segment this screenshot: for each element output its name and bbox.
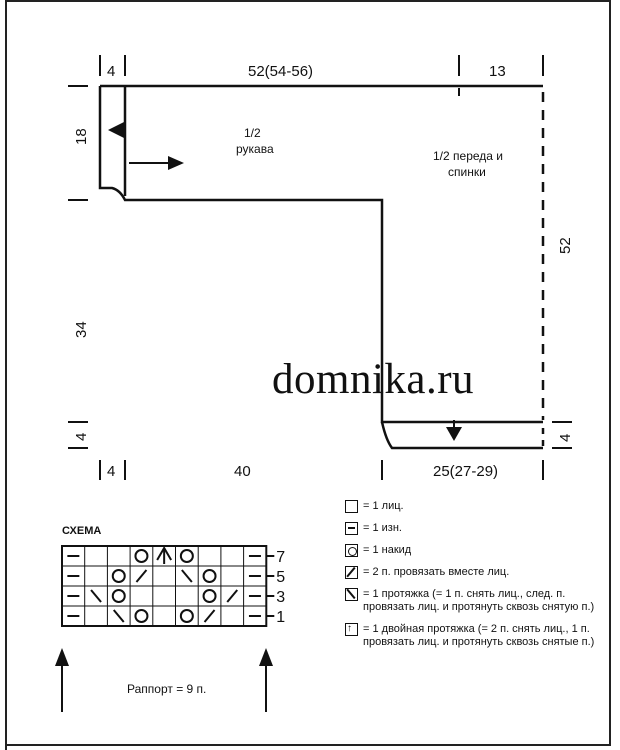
ssk-icon — [90, 589, 102, 603]
dim-right-bottom: 4 — [557, 434, 574, 442]
dim-top-right: 13 — [489, 63, 506, 80]
row-number: 1 — [276, 609, 285, 626]
ssk-icon — [112, 609, 125, 623]
page-border-bottom — [5, 744, 611, 746]
yarn-over-icon — [202, 589, 217, 603]
legend: = 1 лиц. = 1 изн. = 1 накид = 2 п. провя… — [345, 500, 610, 658]
dim-left-top: 18 — [73, 128, 90, 145]
outline-sleeve-body — [98, 86, 543, 424]
yarn-over-icon — [134, 609, 149, 623]
yarn-over-icon — [202, 569, 217, 583]
sleeve-label-2: рукава — [236, 142, 274, 156]
dim-bottom-left: 4 — [107, 463, 115, 480]
k2tog-icon — [345, 566, 358, 579]
rapport-end-arrow-icon — [259, 648, 273, 666]
row-number: 7 — [276, 549, 285, 566]
yarn-over-icon — [179, 609, 194, 623]
yarn-over-icon — [134, 549, 149, 563]
stitch-chart: 7 5 3 1 — [61, 545, 285, 627]
page-border-right — [609, 0, 611, 746]
dim-top-left: 4 — [107, 63, 115, 80]
row-number: 3 — [276, 589, 285, 606]
sleeve-label-1: 1/2 — [244, 126, 261, 140]
legend-item: = 2 п. провязать вместе лиц. — [345, 566, 610, 579]
yarn-over-icon — [111, 569, 126, 583]
yarn-over-icon — [179, 549, 194, 563]
bottom-dimension-ticks — [99, 460, 544, 480]
legend-item: ↑ = 1 двойная протяжка (= 2 п. снять лиц… — [345, 623, 595, 648]
dim-bottom-right: 25(27-29) — [433, 463, 498, 480]
legend-item: = 1 протяжка (= 1 п. снять лиц., след. п… — [345, 588, 610, 614]
k2tog-icon — [135, 569, 148, 583]
page-border-top — [5, 0, 611, 2]
schema-title: СХЕМА — [62, 525, 102, 537]
double-decrease-icon: ↑ — [345, 623, 358, 636]
knit-stitch-icon — [345, 500, 358, 513]
dim-left-middle: 34 — [73, 321, 90, 338]
dim-top-middle: 52(54-56) — [248, 63, 313, 80]
body-label-1: 1/2 переда и — [433, 149, 503, 163]
yarn-over-icon — [345, 544, 358, 557]
rapport-label: Раппорт = 9 п. — [127, 682, 207, 696]
hem-arrow-icon — [446, 427, 462, 441]
purl-stitch-icon — [345, 522, 358, 535]
ssk-icon — [345, 588, 358, 601]
legend-item: = 1 изн. — [345, 522, 610, 535]
dim-right-side: 52 — [557, 237, 574, 254]
yarn-over-icon — [111, 589, 126, 603]
garment-outline — [98, 84, 543, 450]
k2tog-icon — [226, 589, 239, 603]
body-label-2: спинки — [448, 165, 486, 179]
rapport-start-arrow-icon — [55, 648, 69, 666]
right-dimension-ticks — [552, 421, 572, 449]
double-decrease-icon — [156, 546, 173, 561]
left-dimension-ticks — [68, 85, 88, 449]
watermark: domnika.ru — [272, 356, 475, 403]
outline-hem — [380, 421, 543, 450]
k2tog-icon — [203, 609, 216, 623]
top-dimension-ticks — [99, 55, 544, 96]
row-number: 5 — [276, 569, 285, 586]
knit-direction-arrow-icon — [168, 156, 184, 170]
dim-left-bottom: 4 — [73, 433, 90, 441]
dim-bottom-middle: 40 — [234, 463, 251, 480]
rapport-arrows — [55, 648, 273, 712]
page-border-left — [5, 0, 7, 750]
ssk-icon — [181, 569, 193, 583]
legend-item: = 1 накид — [345, 544, 610, 557]
legend-item: = 1 лиц. — [345, 500, 610, 513]
cuff-arrow-icon — [108, 122, 124, 138]
